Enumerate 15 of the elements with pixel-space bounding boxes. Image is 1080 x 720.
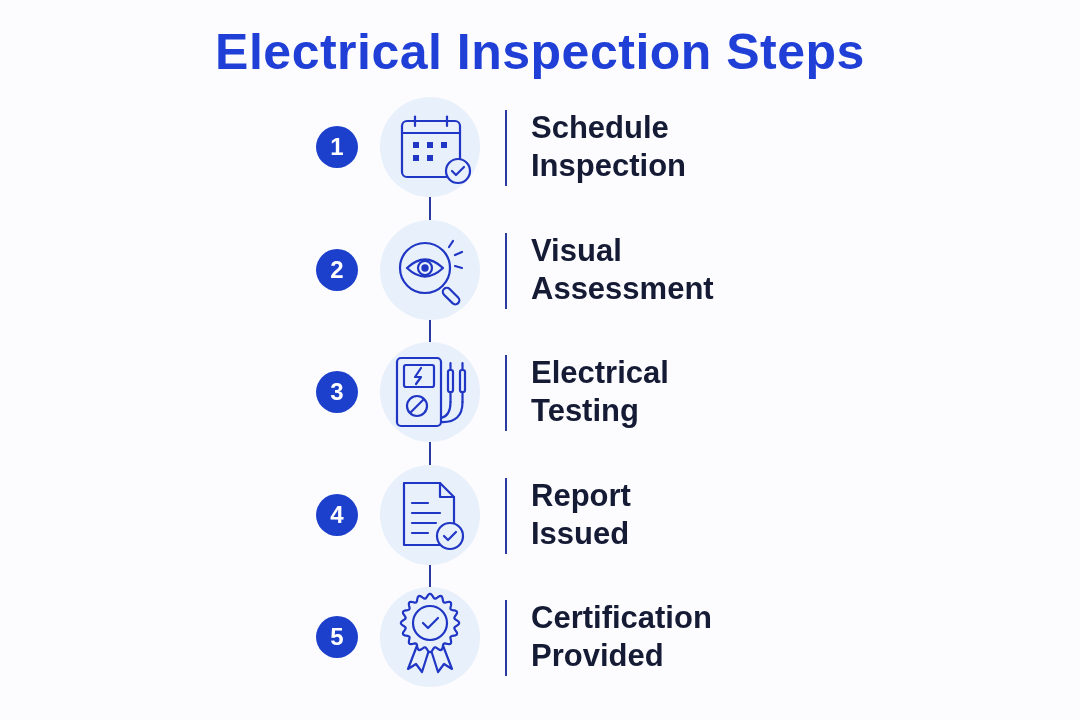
step-title: Certification Provided xyxy=(531,599,712,675)
connector-line xyxy=(429,196,431,221)
step-title: Schedule Inspection xyxy=(531,109,686,185)
connector-line xyxy=(429,441,431,466)
step-number-badge: 3 xyxy=(316,371,358,413)
step-number-badge: 4 xyxy=(316,494,358,536)
step-title: Electrical Testing xyxy=(531,354,669,430)
step-number-badge: 1 xyxy=(316,126,358,168)
step-number-badge: 5 xyxy=(316,616,358,658)
step-number-badge: 2 xyxy=(316,249,358,291)
diagram-title: Electrical Inspection Steps xyxy=(215,23,865,82)
step-title: Report Issued xyxy=(531,477,631,553)
connector-line xyxy=(429,564,431,588)
step-title: Visual Assessment xyxy=(531,232,714,308)
connector-line xyxy=(429,319,431,343)
